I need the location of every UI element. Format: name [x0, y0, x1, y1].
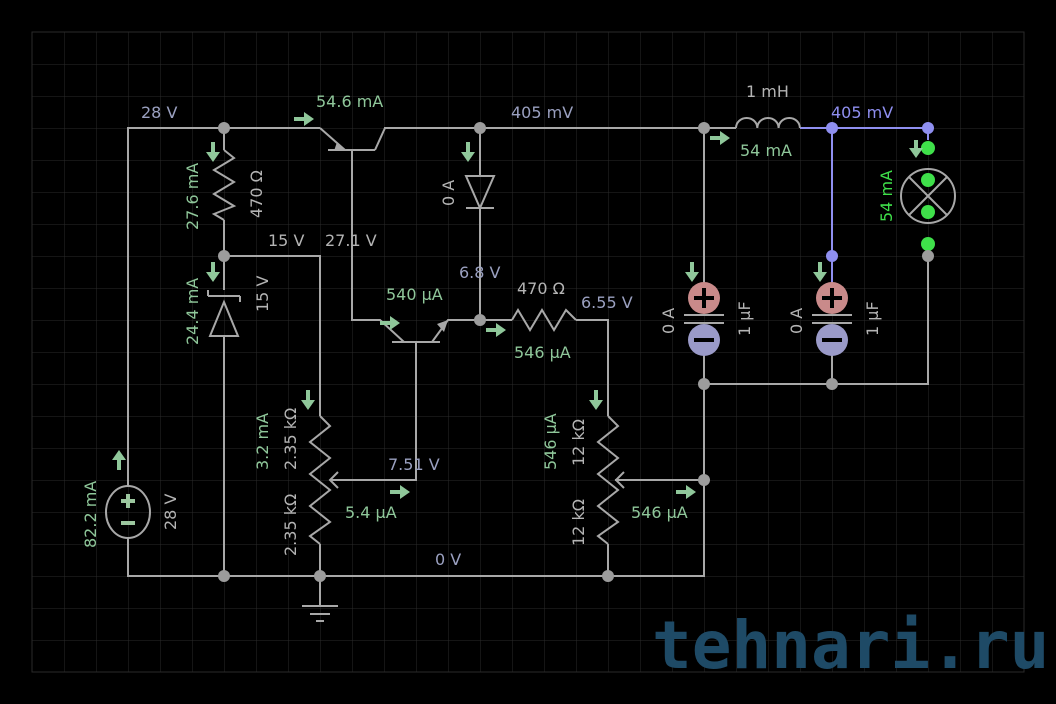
current-r-mid: 546 μA [514, 343, 571, 362]
current-q2-base: 540 μA [386, 285, 443, 304]
potentiometer-1[interactable] [308, 415, 339, 545]
value-cap1: 1 μF [735, 301, 754, 336]
value-source: 28 V [161, 494, 180, 530]
capacitor-1[interactable] [684, 282, 724, 356]
current-zener: 24.4 mA [183, 278, 202, 345]
node-voltage-q1-base: 27.1 V [325, 231, 377, 250]
node-voltage-r470: 6.55 V [581, 293, 633, 312]
current-diode: 0 A [439, 180, 458, 206]
transistor-q1[interactable] [319, 127, 386, 151]
watermark-logo: tehnari.ru [652, 607, 1049, 684]
value-cap2: 1 μF [863, 301, 882, 336]
current-r-top: 27.6 mA [183, 163, 202, 230]
value-r-mid: 470 Ω [517, 279, 565, 298]
current-wiper1: 5.4 μA [345, 503, 397, 522]
current-source: 82.2 mA [81, 481, 100, 548]
current-pot1: 3.2 mA [253, 413, 272, 470]
current-cap1: 0 A [659, 308, 678, 334]
current-pot2: 546 μA [541, 413, 560, 470]
grid-background [31, 31, 1025, 673]
resistor-470-mid[interactable] [511, 308, 577, 332]
value-pot1-bottom: 2.35 kΩ [281, 494, 300, 556]
value-pot2-top: 12 kΩ [569, 419, 588, 466]
value-r-top: 470 Ω [247, 170, 266, 218]
node-voltage-supply: 28 V [141, 103, 177, 122]
inductor[interactable] [735, 117, 801, 129]
transistor-q2[interactable] [392, 320, 448, 343]
junction-nodes [218, 122, 934, 582]
current-cap2: 0 A [787, 308, 806, 334]
current-arrows [112, 112, 923, 499]
current-q1: 54.6 mA [316, 92, 383, 111]
voltage-source[interactable] [105, 485, 151, 539]
lamp[interactable] [900, 141, 956, 251]
resistor-470-top[interactable] [211, 149, 237, 221]
current-inductor: 54 mA [740, 141, 792, 160]
value-zener: 15 V [253, 276, 272, 312]
value-pot2-bottom: 12 kΩ [569, 499, 588, 546]
current-lamp: 54 mA [877, 170, 896, 222]
value-inductor: 1 mH [746, 82, 789, 101]
potentiometer-2[interactable] [596, 415, 625, 545]
node-voltage-top: 405 mV [511, 103, 573, 122]
value-pot1-top: 2.35 kΩ [281, 408, 300, 470]
node-voltage-zener: 15 V [268, 231, 304, 250]
node-voltage-lamp: 405 mV [831, 103, 893, 122]
capacitor-2[interactable] [812, 282, 852, 356]
current-wiper2: 546 μA [631, 503, 688, 522]
diode[interactable] [464, 175, 496, 211]
ground-symbol [302, 605, 338, 622]
zener-diode[interactable] [207, 290, 241, 337]
node-voltage-wiper1: 7.51 V [388, 455, 440, 474]
node-voltage-diode: 6.8 V [459, 263, 501, 282]
node-voltage-ground: 0 V [435, 550, 461, 569]
